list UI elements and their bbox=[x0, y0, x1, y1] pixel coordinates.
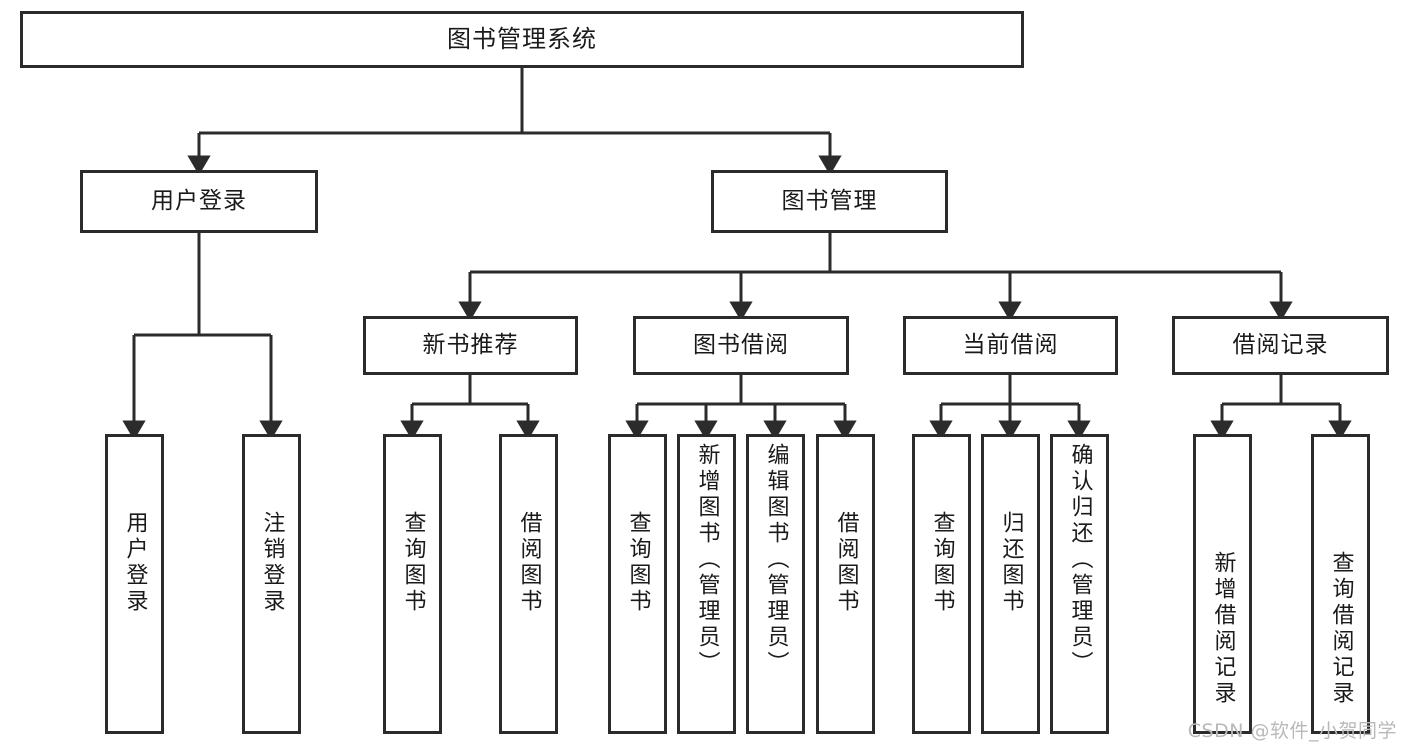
node-leaf-borrow-book[interactable]: 借阅图书 bbox=[816, 434, 875, 734]
node-label: 新增借阅记录 bbox=[1210, 551, 1236, 707]
node-book-borrow[interactable]: 图书借阅 bbox=[633, 316, 849, 375]
node-label: 注销登录 bbox=[259, 511, 285, 615]
node-leaf-query-book-borrow[interactable]: 查询图书 bbox=[608, 434, 667, 734]
node-current-borrow[interactable]: 当前借阅 bbox=[903, 316, 1118, 375]
node-book-management[interactable]: 图书管理 bbox=[711, 170, 948, 233]
node-label: 用户登录 bbox=[122, 511, 148, 615]
watermark-text: CSDN @软件_小贺同学 bbox=[1187, 720, 1397, 742]
node-label: 图书管理系统 bbox=[447, 25, 597, 54]
node-label: 新增图书（管理员） bbox=[694, 443, 720, 677]
node-label: 新书推荐 bbox=[422, 331, 519, 358]
node-label: 归还图书 bbox=[998, 511, 1024, 615]
node-borrow-record[interactable]: 借阅记录 bbox=[1172, 316, 1389, 375]
node-new-book-recommend[interactable]: 新书推荐 bbox=[363, 316, 578, 375]
node-leaf-user-login[interactable]: 用户登录 bbox=[105, 434, 164, 734]
node-leaf-logout[interactable]: 注销登录 bbox=[242, 434, 301, 734]
node-label: 借阅图书 bbox=[833, 511, 859, 615]
node-label: 图书管理 bbox=[781, 187, 878, 214]
node-leaf-query-borrow-record[interactable]: 查询借阅记录 bbox=[1311, 434, 1370, 734]
node-leaf-add-book-admin[interactable]: 新增图书（管理员） bbox=[677, 434, 736, 734]
node-label: 借阅图书 bbox=[516, 511, 542, 615]
node-user-login[interactable]: 用户登录 bbox=[80, 170, 318, 233]
node-leaf-return-book[interactable]: 归还图书 bbox=[981, 434, 1040, 734]
node-leaf-query-book-current[interactable]: 查询图书 bbox=[912, 434, 971, 734]
node-label: 确认归还（管理员） bbox=[1067, 443, 1093, 677]
node-label: 查询图书 bbox=[625, 511, 651, 615]
node-label: 查询图书 bbox=[400, 511, 426, 615]
node-leaf-edit-book-admin[interactable]: 编辑图书（管理员） bbox=[746, 434, 805, 734]
node-label: 查询借阅记录 bbox=[1328, 551, 1354, 707]
node-leaf-confirm-return-admin[interactable]: 确认归还（管理员） bbox=[1050, 434, 1109, 734]
node-label: 查询图书 bbox=[929, 511, 955, 615]
node-label: 用户登录 bbox=[151, 187, 247, 214]
node-root-book-management-system[interactable]: 图书管理系统 bbox=[20, 11, 1024, 68]
node-label: 借阅记录 bbox=[1232, 331, 1329, 358]
node-label: 当前借阅 bbox=[962, 331, 1059, 358]
node-label: 图书借阅 bbox=[693, 331, 789, 358]
node-leaf-add-borrow-record[interactable]: 新增借阅记录 bbox=[1193, 434, 1252, 734]
node-label: 编辑图书（管理员） bbox=[763, 443, 789, 677]
node-leaf-query-book-recommend[interactable]: 查询图书 bbox=[383, 434, 442, 734]
node-leaf-borrow-book-recommend[interactable]: 借阅图书 bbox=[499, 434, 558, 734]
